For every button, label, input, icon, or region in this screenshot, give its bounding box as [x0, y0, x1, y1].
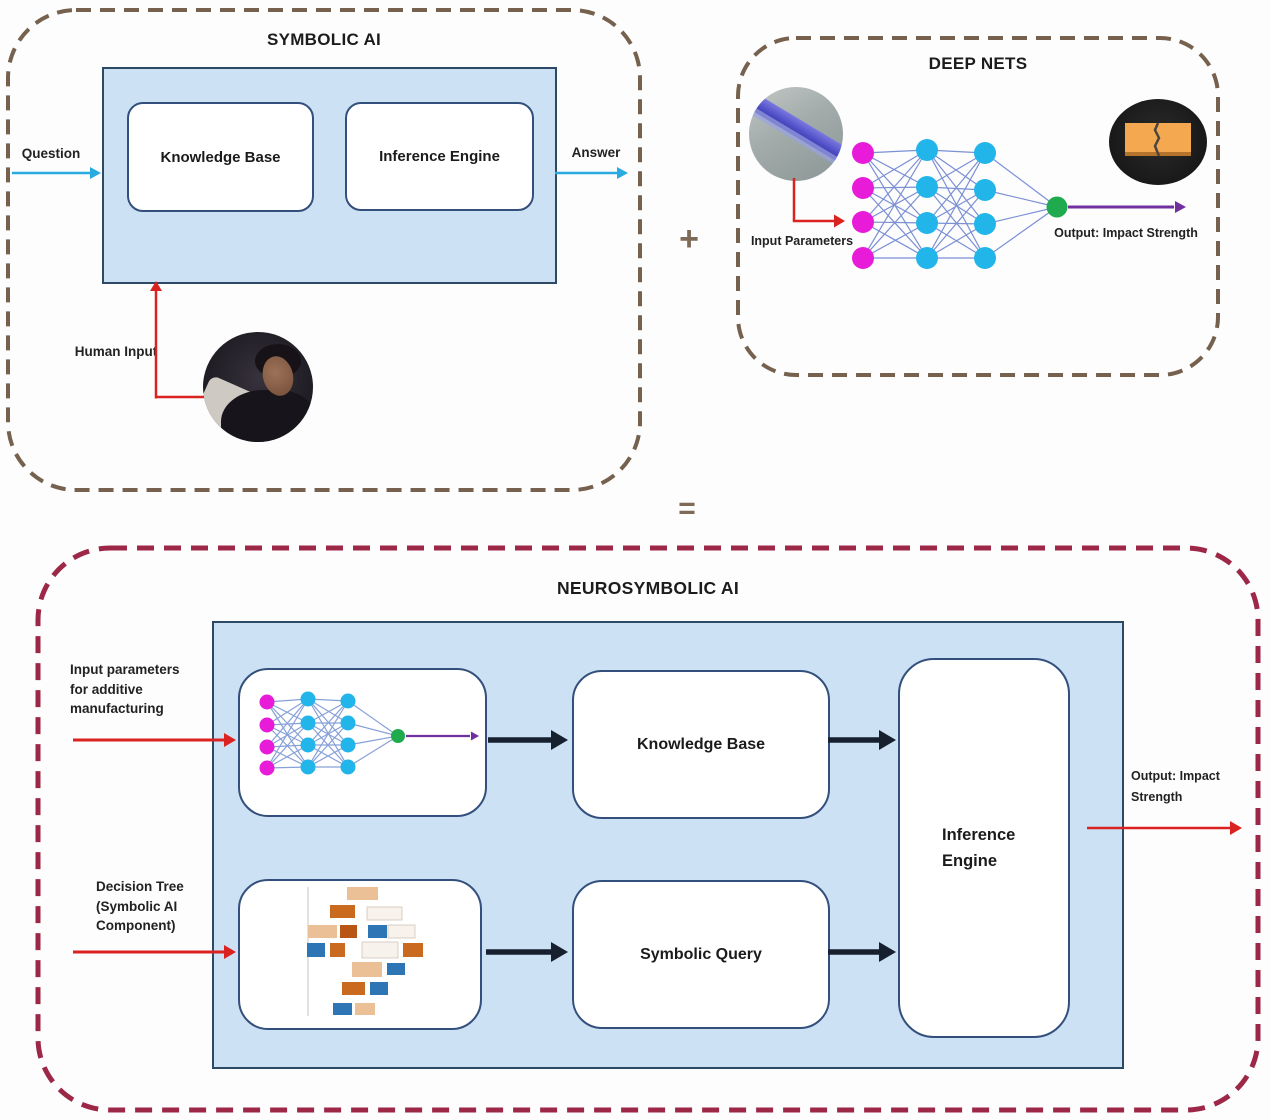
symbolic-inference-engine-box: Inference Engine	[345, 102, 534, 211]
decision-tree-label: Decision Tree (Symbolic AI Component)	[96, 877, 236, 936]
printed-part-photo	[749, 87, 843, 181]
human-input-arrow	[150, 281, 204, 399]
neurosymbolic-title: NEUROSYMBOLIC AI	[556, 578, 740, 598]
answer-label: Answer	[571, 145, 621, 160]
deep-nets-title: DEEP NETS	[928, 54, 1028, 73]
person-body-shape	[221, 390, 313, 442]
specimen-graphic	[1125, 122, 1191, 157]
neuro-input-line2: for additive	[70, 681, 143, 697]
symbolic-knowledge-base-box: Knowledge Base	[127, 102, 314, 212]
neuro-output-line1: Output: Impact	[1131, 769, 1220, 783]
deepnets-input-arrow	[792, 178, 845, 228]
symbolic-ai-title: SYMBOLIC AI	[266, 30, 382, 49]
decision-tree-box	[238, 879, 482, 1030]
human-photo	[203, 332, 313, 442]
impact-specimen-photo	[1109, 99, 1207, 185]
neuro-input-line3: manufacturing	[70, 701, 164, 716]
neural-net-box	[238, 668, 487, 817]
decision-line1: Decision Tree	[96, 879, 184, 894]
neuro-output-label: Output: Impact Strength	[1131, 766, 1249, 808]
question-label: Question	[21, 146, 81, 161]
decision-line2: (Symbolic AI	[96, 898, 178, 914]
neuro-knowledge-base-box: Knowledge Base	[572, 670, 830, 819]
neuro-input-line1: Input parameters	[70, 662, 180, 677]
equals-operator: =	[678, 492, 696, 525]
symbolic-query-box: Symbolic Query	[572, 880, 830, 1029]
neuro-output-line2: Strength	[1131, 790, 1183, 804]
decision-line3: Component)	[96, 918, 176, 933]
neuro-inference-engine-box: Inference Engine	[898, 658, 1070, 1038]
answer-arrow	[555, 167, 628, 179]
human-input-label: Human Input	[74, 344, 158, 359]
input-parameters-label: Input Parameters	[750, 234, 854, 248]
inference-engine-text: Inference Engine	[942, 826, 1016, 870]
neuro-input-label: Input parameters for additive manufactur…	[70, 660, 222, 719]
question-arrow	[12, 167, 101, 179]
deep-nets-output-label: Output: Impact Strength	[1054, 226, 1198, 240]
plus-operator: +	[679, 220, 699, 258]
